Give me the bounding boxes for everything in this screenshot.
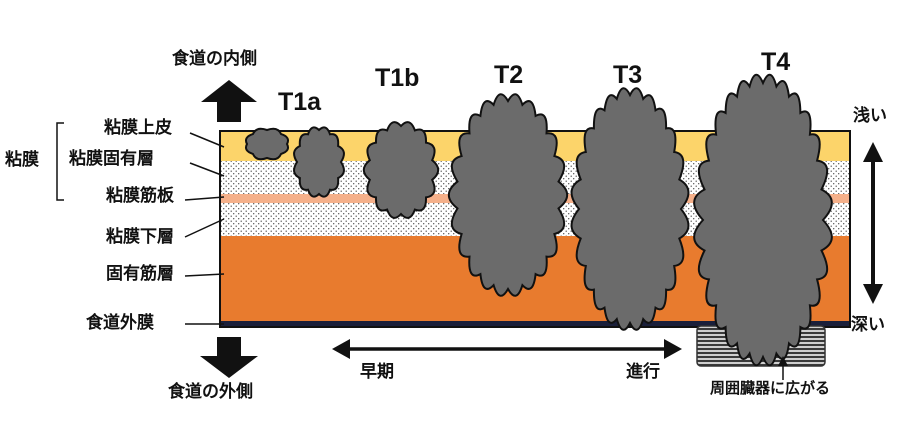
inner-side-label: 食道の内側 (172, 49, 257, 69)
shallow-label: 浅い (853, 106, 887, 126)
leader-lines (184, 132, 225, 325)
muscularis-mucosae-label: 粘膜筋板 (106, 186, 174, 206)
tumor-mass-5 (570, 87, 690, 331)
epithelium-label: 粘膜上皮 (104, 118, 172, 138)
tumor-mass-6 (693, 73, 833, 367)
outer-side-label: 食道の外側 (168, 382, 253, 402)
tumor-mass-1 (244, 127, 290, 161)
stage-label-t1a: T1a (278, 88, 322, 116)
lamina-propria-label: 粘膜固有層 (69, 149, 154, 169)
stage-label-t4: T4 (761, 48, 791, 76)
outer-arrow (200, 337, 258, 378)
inner-arrow (201, 80, 257, 122)
tumor-group (244, 73, 833, 367)
submucosa-label: 粘膜下層 (106, 227, 174, 247)
deep-label: 深い (851, 315, 885, 335)
depth-arrow (863, 142, 883, 304)
advanced-label: 進行 (626, 362, 660, 382)
mucosa-bracket (56, 122, 64, 201)
mucosa-label: 粘膜 (5, 150, 39, 170)
spread-pointer (778, 356, 788, 380)
stage-label-t3: T3 (613, 61, 643, 89)
layer-adventitia (220, 321, 850, 327)
tumor-mass-3 (362, 121, 440, 219)
early-label: 早期 (360, 362, 394, 382)
muscularis-propria-label: 固有筋層 (106, 264, 174, 284)
spread-label: 周囲臓器に広がる (710, 379, 831, 397)
progression-arrow (332, 339, 682, 359)
adventitia-label: 食道外膜 (86, 313, 154, 333)
stage-label-t1b: T1b (375, 64, 420, 92)
stage-label-t2: T2 (494, 61, 524, 89)
tumor-mass-4 (447, 93, 569, 297)
tumor-mass-2 (293, 126, 345, 198)
